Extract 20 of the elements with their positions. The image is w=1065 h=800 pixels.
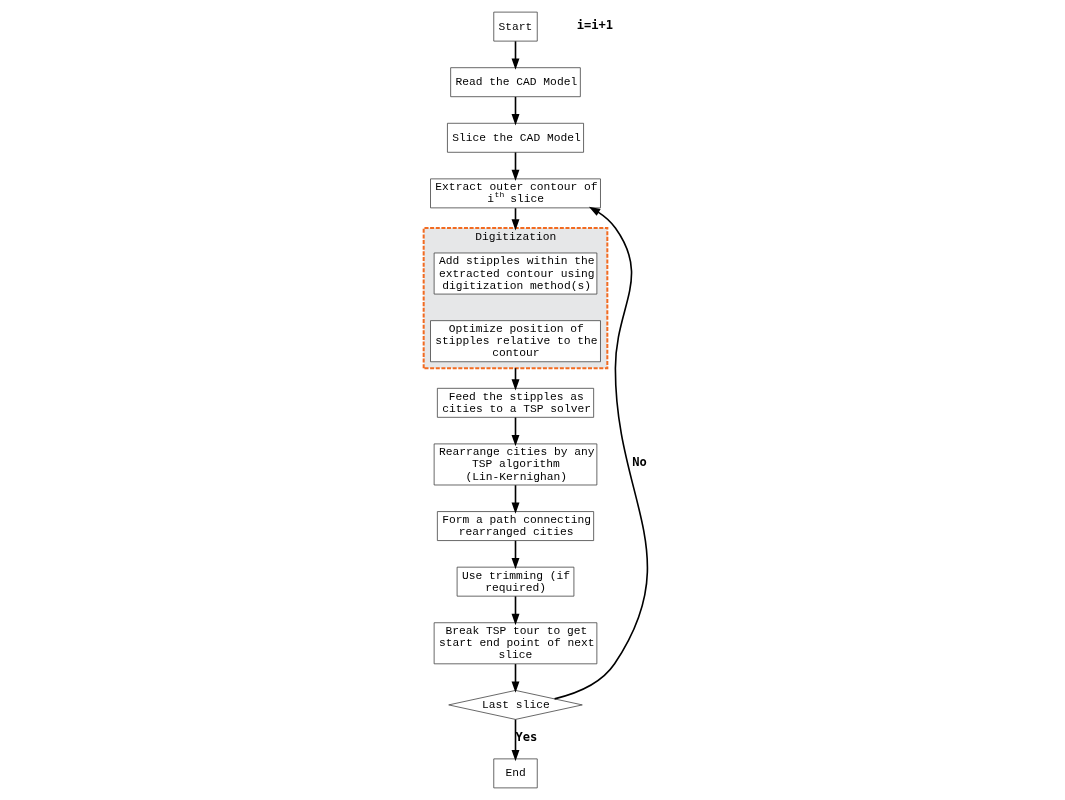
node-box: Rearrange cities by any TSP algorithm (Lin-Kernighan): [433, 443, 598, 486]
node-box: Slice the CAD Model: [447, 122, 584, 153]
edge-label: No: [632, 455, 647, 470]
arrow: [511, 595, 520, 626]
arrow: [511, 416, 520, 447]
arrow: [553, 206, 649, 700]
node-box: Extract outer contour of i$^{th}$ slice: [430, 178, 601, 209]
node-box: Read the CAD Model: [450, 67, 581, 98]
node-box: Use trimming (if required): [456, 566, 575, 597]
node-box: Add stipples within the extracted contour using digitization method(s): [433, 252, 598, 295]
edge-label: Yes: [515, 730, 538, 745]
label: i=i+1: [576, 17, 614, 32]
node-box: Feed the stipples as cities to a TSP solver: [436, 387, 595, 418]
node-box: Form a path connecting rearranged cities: [436, 511, 595, 541]
arrow: [511, 718, 520, 762]
node-box: Break TSP tour to get start end point of next slice: [433, 622, 598, 665]
node-box: End: [493, 758, 538, 789]
node-diamond: Last slice: [448, 690, 583, 720]
node-box: Optimize position of stipples relative to the contour: [430, 320, 601, 363]
node-box: Start: [493, 11, 538, 42]
